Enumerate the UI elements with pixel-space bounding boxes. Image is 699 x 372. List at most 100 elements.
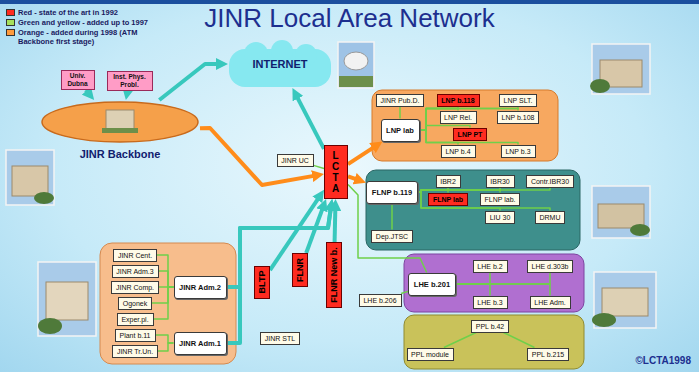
building-box: Contr.IBR30 [526,175,574,188]
connector [444,333,476,348]
node-label: JINR STL [264,334,296,343]
building-box: LNP b.108 [497,111,539,124]
legend-row: Red - state of the art in 1992 [6,8,166,17]
legend-swatch [6,29,15,36]
connector [504,333,535,348]
connector [227,205,332,287]
building-box: JINR STL [260,332,300,345]
node-label: JINR Adm.2 [179,283,222,292]
node-label: LNP SLT. [503,96,533,105]
photo-frame [338,42,374,88]
node-label: LNP b.118 [441,96,476,105]
node-label: LNP b.3 [505,147,532,156]
ppl-panel [404,315,584,369]
legacy-box: LNP b.118 [437,94,480,107]
connector [418,188,500,193]
connector [333,205,338,242]
institute-box: Inst. Phys. Probl. [107,71,153,91]
legacy-box: FLNP lab [428,193,468,206]
connector [156,335,174,343]
backbone-lawn [102,128,138,133]
building-box: LHE b.3 [473,296,508,309]
connector [314,165,325,168]
cloud-label: INTERNET [253,60,308,69]
node-label: PPL module [411,350,450,359]
title-box: JINR Local Area Network [170,3,529,33]
node-label: LNP PT [457,130,483,139]
building-box: Ogonek [118,297,152,310]
connector [227,205,332,343]
hub-box: FLNP b.119 [366,181,418,204]
building-box: IBR2 [436,175,461,188]
hub-box: JINR Adm.2 [174,276,227,299]
photo-ground [339,76,373,87]
building-box: Plant b.11 [115,329,156,342]
legend-row: Green and yellow - added up to 1997 [6,18,166,27]
connector [295,93,324,149]
building-box: LNP Rel. [440,111,477,124]
building-box: LNP b.4 [441,145,476,158]
satellite-dish [344,52,368,70]
connector [418,188,550,193]
connector [391,204,393,230]
building-box: JINR Comp. [111,281,159,294]
node-label: FLNP lab [432,195,464,204]
node-label: FLNP lab. [484,195,516,204]
photo-building [46,282,88,320]
building-box: LHE b.206 [359,294,402,307]
connector [456,284,490,296]
connector [401,291,408,293]
legend-text: Red - state of the art in 1992 [18,8,118,17]
legacy-box: LNP PT [453,128,487,141]
node-label: Inst. Phys. Probl. [111,73,149,89]
hub-box: LHE b.201 [408,273,456,296]
admin-panel [100,243,236,364]
legend-row: Orange - added during 1998 (ATM Backbone… [6,28,166,46]
connector [456,284,550,296]
node-label: JINR Tr.Un. [116,347,154,356]
backbone-building [106,110,134,130]
legacy-box: FLNR New b. [326,242,342,308]
node-label: Univ. Dubna [65,72,91,88]
node-label: FLNP b.119 [371,188,413,197]
connector [399,107,401,119]
legend-text: Green and yellow - added up to 1997 [18,18,148,27]
building-box: JINR Adm.3 [112,265,159,278]
connector [420,130,519,145]
node-label: JINR Cent. [117,251,153,260]
building-box: LNP b.3 [501,145,536,158]
node-label: LHE b.3 [477,298,504,307]
institute-box: Univ. Dubna [61,70,95,90]
node-label: LNP Rel. [444,113,473,122]
photo-tree [590,79,610,93]
connector [456,273,550,285]
connector [125,91,130,94]
connector [456,273,490,285]
photo-building [12,166,48,196]
legacy-box: BLTP [254,266,270,299]
connector [348,176,360,180]
building-box: JINR Tr.Un. [112,345,158,358]
photo-frame [592,186,650,238]
node-label: LNP b.4 [445,147,472,156]
copyright-text: ©LCTA1998 [635,355,691,366]
node-label: Ogonek [122,299,148,308]
node-label: LIU 30 [489,213,511,222]
building-box: IBR30 [486,175,515,188]
backbone-shape [40,100,200,144]
node-label: JINR Adm.1 [179,339,222,348]
connector [159,271,174,287]
center-box: LCTA [324,145,348,199]
building-box: LHE b.2 [473,260,508,273]
building-box: JINR UC [277,154,314,167]
node-label: FLNR [295,258,305,282]
node-label: PPL b.215 [531,350,565,359]
connector [157,255,174,287]
photo-tree [34,192,54,204]
lnp-panel [372,90,558,161]
node-label: JINR Comp. [115,283,155,292]
internet-cloud: INTERNET [228,40,332,88]
node-label: BLTP [257,271,267,294]
